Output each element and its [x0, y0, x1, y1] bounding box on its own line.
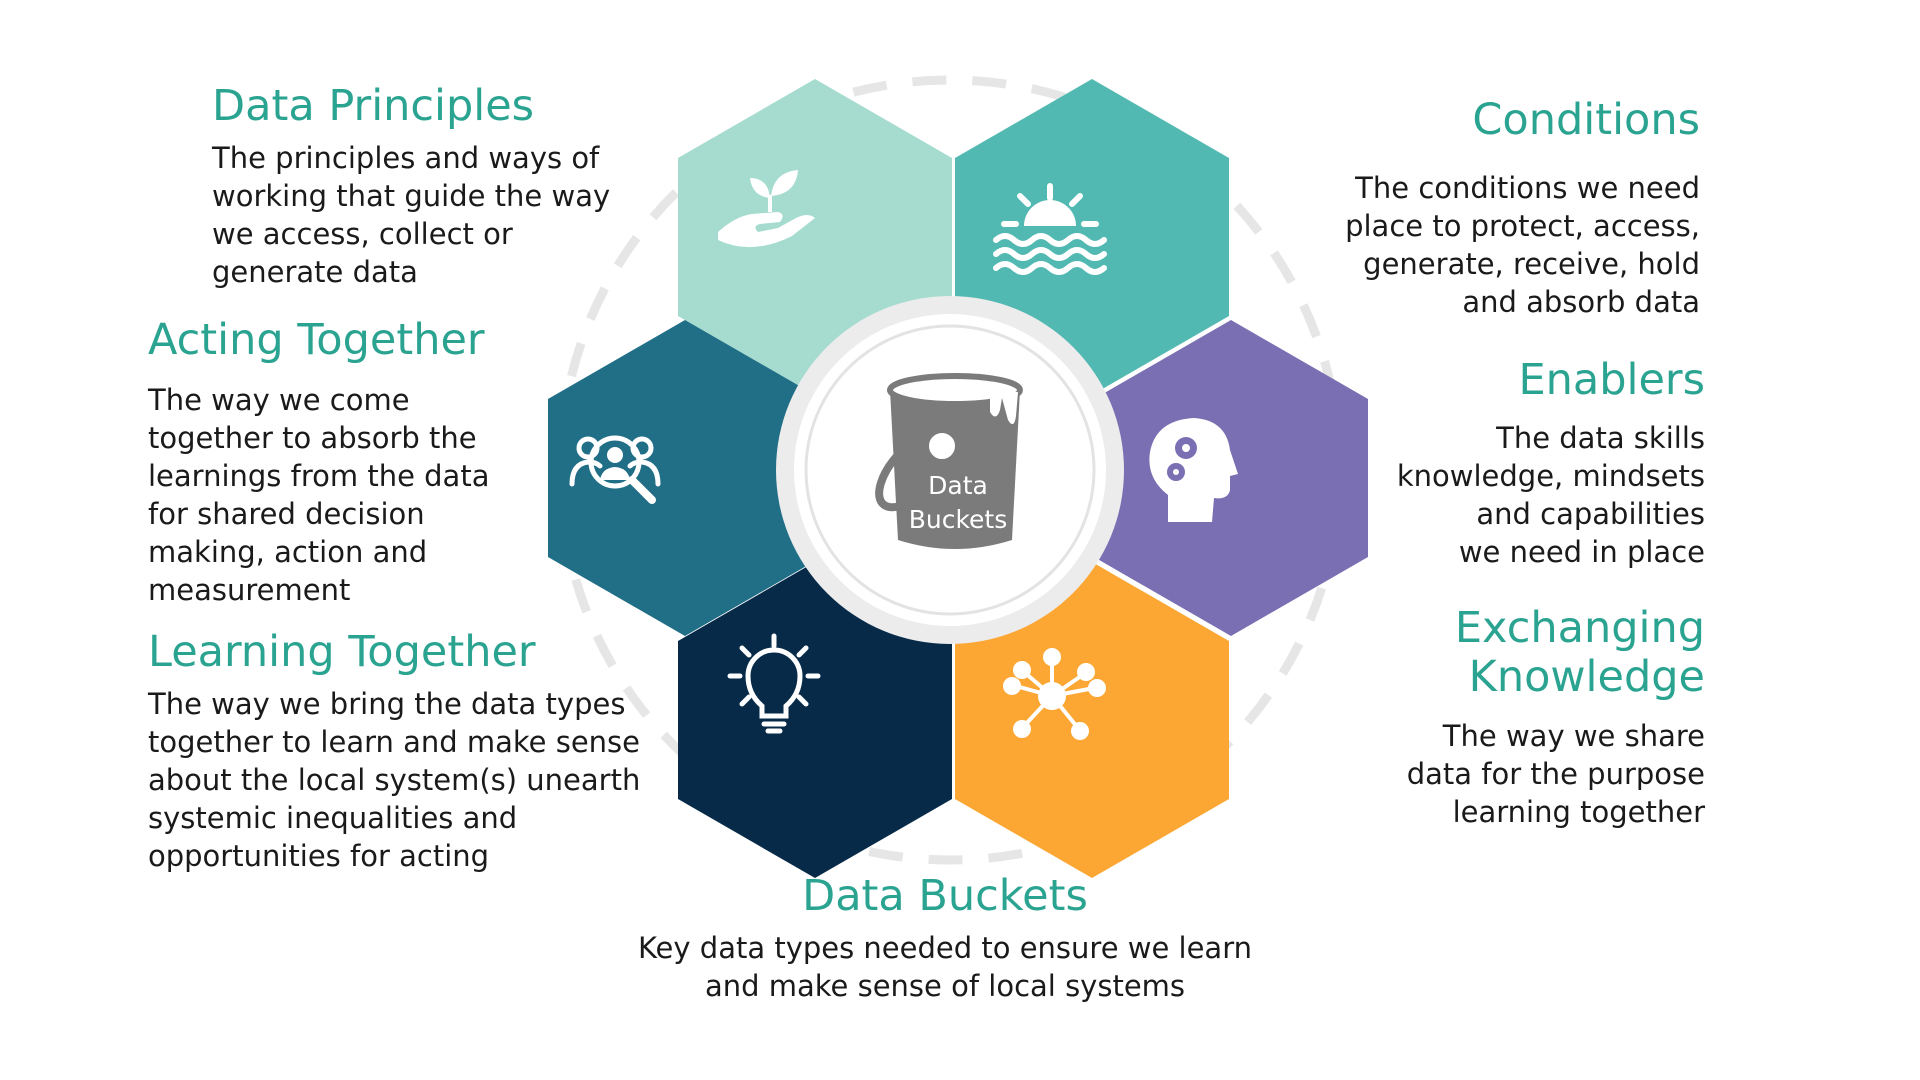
lightbulb-icon: [727, 633, 821, 734]
head-with-gears-icon: [1149, 418, 1238, 522]
data-principles-description: The principles and ways of working that …: [212, 141, 611, 290]
center-label-line1: Data: [928, 471, 988, 500]
conditions-title: Conditions: [1472, 95, 1700, 145]
learning-together-description: The way we bring the data types together…: [148, 687, 641, 874]
acting-together-title: Acting Together: [148, 315, 485, 365]
hexagon-enablers: [1094, 320, 1368, 636]
exchanging-knowledge-description: The way we share data for the purpose le…: [1406, 718, 1705, 829]
exchanging-knowledge-title-line2: Knowledge: [1468, 652, 1705, 703]
center-data-buckets-badge: Data Buckets: [776, 296, 1124, 644]
plant-in-hand-icon: [718, 170, 815, 248]
hexagon-learning-together: [678, 562, 952, 878]
sunrise-over-water-icon: [993, 183, 1107, 275]
data-principles-title: Data Principles: [212, 81, 535, 131]
section-learning-together: Learning Together The way we bring the d…: [148, 627, 668, 875]
hexagon-acting-together: [548, 320, 822, 636]
data-buckets-description: Key data types needed to ensure we learn…: [637, 931, 1252, 1004]
section-exchanging-knowledge: Exchanging Knowledge The way we share da…: [1300, 603, 1705, 831]
hexagon-exchanging-knowledge: [955, 562, 1229, 878]
people-magnifier-icon: [569, 435, 661, 504]
exchanging-knowledge-title-line1: Exchanging: [1454, 603, 1705, 653]
section-enablers: Enablers The data skills knowledge, mind…: [1300, 355, 1705, 571]
enablers-description: The data skills knowledge, mindsets and …: [1396, 421, 1705, 570]
section-data-buckets: Data Buckets Key data types needed to en…: [600, 871, 1290, 1005]
section-acting-together: Acting Together The way we come together…: [148, 315, 568, 609]
section-data-principles: Data Principles The principles and ways …: [212, 81, 652, 291]
conditions-description: The conditions we need place to protect,…: [1345, 171, 1700, 320]
enablers-title: Enablers: [1518, 355, 1705, 405]
learning-together-title: Learning Together: [148, 627, 536, 677]
network-nodes-icon: [1003, 648, 1106, 740]
paint-bucket-icon: Data Buckets: [875, 373, 1023, 549]
data-buckets-title: Data Buckets: [802, 871, 1088, 921]
section-conditions: Conditions The conditions we need place …: [1300, 95, 1700, 321]
acting-together-description: The way we come together to absorb the l…: [148, 383, 490, 608]
center-label-line2: Buckets: [909, 505, 1008, 534]
